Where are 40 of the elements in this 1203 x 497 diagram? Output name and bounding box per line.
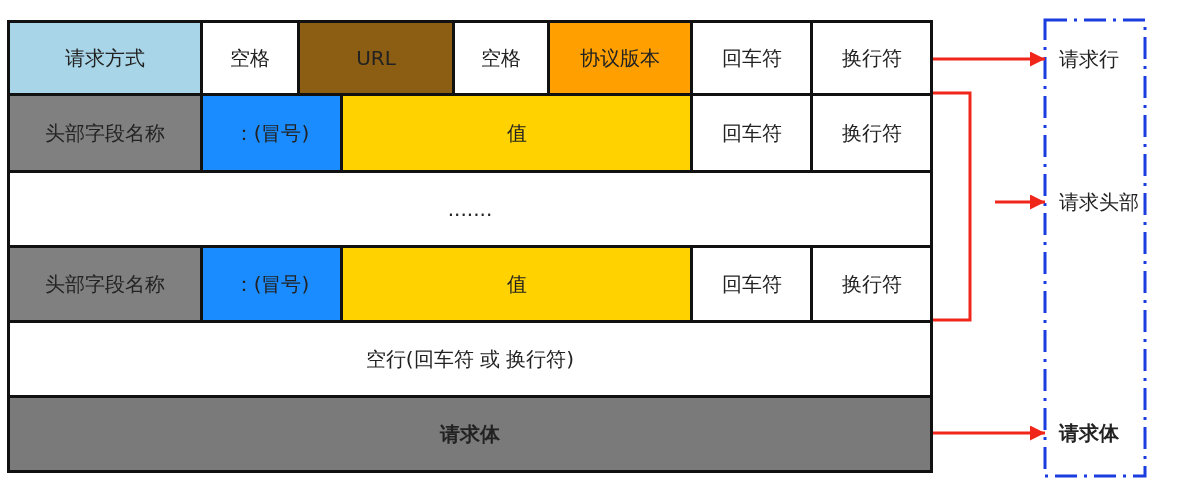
header-name-cell [7, 245, 203, 323]
section-bracket-box [1043, 18, 1147, 478]
ellipsis-row [7, 170, 933, 248]
cell-text: 回车符 [721, 119, 782, 147]
blank-line-row [7, 320, 933, 398]
request-method-cell [7, 20, 203, 96]
cell-text: URL [356, 46, 396, 70]
cell-text: 换行符 [841, 270, 902, 298]
colon-cell [200, 93, 343, 173]
cell-text: 空格 [230, 44, 270, 72]
cell-text: 协议版本 [580, 44, 660, 72]
cell-text: ：(冒号) [233, 119, 310, 147]
value-cell [340, 245, 693, 323]
url-cell [297, 20, 455, 96]
cell-text: 换行符 [841, 44, 902, 72]
value-cell [340, 93, 693, 173]
cell-text: 值 [506, 270, 527, 298]
section-text: 请求体 [1059, 419, 1119, 447]
cell-text: 空格 [481, 44, 521, 72]
arrow [933, 425, 1045, 441]
section-text: 请求行 [1059, 45, 1119, 73]
cell-text: ：(冒号) [233, 270, 310, 298]
cell-text: 请求方式 [65, 44, 145, 72]
colon-cell [200, 245, 343, 323]
cell-text: 空行(回车符 或 换行符) [365, 345, 575, 373]
line-feed-cell [810, 20, 933, 96]
cell-text: 头部字段名称 [45, 270, 165, 298]
cell-text: 头部字段名称 [45, 119, 165, 147]
arrow [933, 51, 1045, 67]
cell-text: 回车符 [721, 44, 782, 72]
section-text: 请求头部 [1059, 188, 1139, 216]
cell-text: ....... [447, 197, 493, 221]
protocol-version-cell [547, 20, 693, 96]
header-name-cell [7, 93, 203, 173]
arrow [995, 194, 1045, 210]
cell-text: 换行符 [841, 119, 902, 147]
cell-text: 请求体 [440, 420, 500, 448]
cell-text: 回车符 [721, 270, 782, 298]
cell-text: 值 [506, 119, 527, 147]
request-body-row [7, 395, 933, 473]
